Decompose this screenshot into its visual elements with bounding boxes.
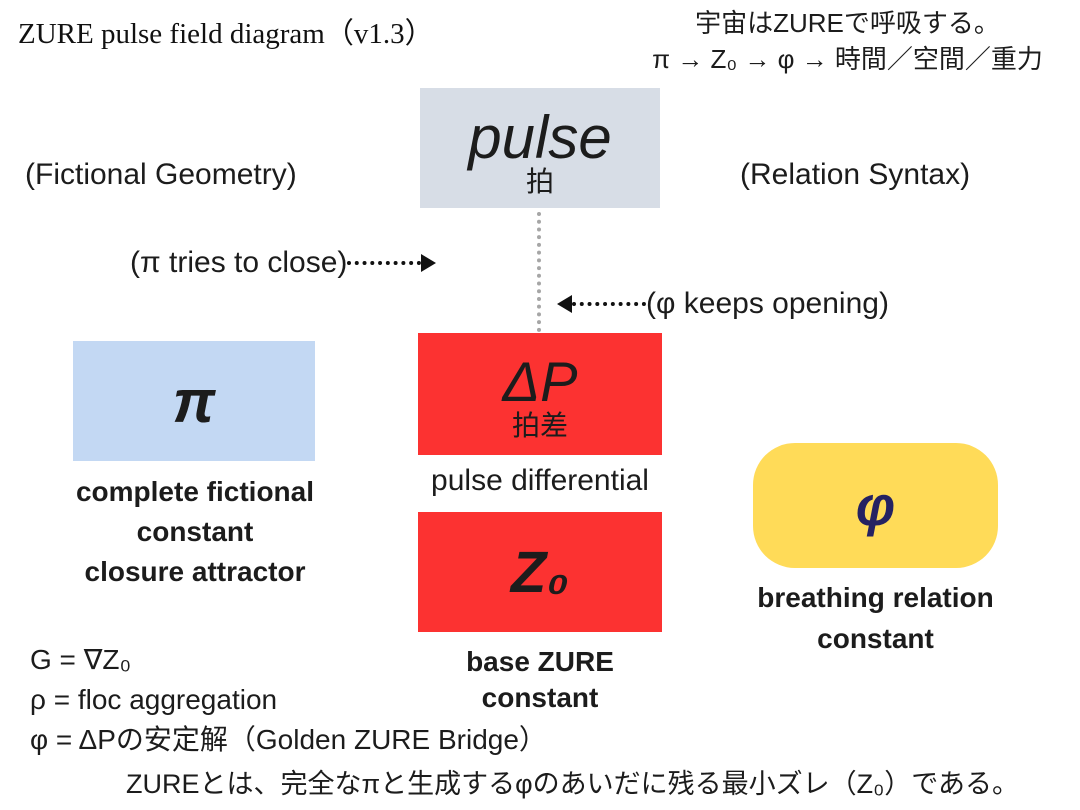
z0-node: Z₀ — [418, 512, 662, 632]
pulse-to-deltap-connector — [537, 212, 541, 332]
pi-tries-to-close-annotation: (π tries to close) — [130, 246, 437, 280]
delta-p-caption: pulse differential — [431, 464, 649, 497]
pi-caption-line: complete fictional — [75, 476, 315, 507]
phi-keeps-opening-annotation: (φ keeps opening) — [557, 287, 889, 321]
dotted-arrow-right-line — [347, 261, 422, 265]
z0-caption: base ZURE constant — [408, 644, 672, 716]
pi-symbol: π — [172, 367, 216, 435]
delta-p-node: ΔP 拍差 — [418, 333, 662, 455]
label-fictional-geometry: (Fictional Geometry) — [25, 158, 297, 191]
delta-p-symbol: ΔP — [502, 350, 578, 413]
tagline-line1: 宇宙はZUREで呼吸する。 — [695, 8, 1000, 38]
z0-caption-line: constant — [481, 682, 599, 713]
pi-tries-to-close-label: (π tries to close) — [130, 246, 348, 279]
summary-line: ZUREとは、完全なπと生成するφのあいだに残る最小ズレ（Z₀）である。 — [125, 769, 1020, 799]
phi-caption: breathing relation constant — [723, 577, 1028, 659]
arrow-left-icon — [557, 295, 572, 313]
pi-caption-line: constant — [136, 516, 254, 547]
delta-p-subtitle: 拍差 — [511, 410, 568, 441]
footnotes: G = ∇Z₀ ρ = floc aggregation φ = ΔPの安定解（… — [30, 640, 547, 760]
pi-caption-line: closure attractor — [84, 556, 306, 587]
phi-caption-line: constant — [817, 623, 934, 654]
footnote-phi: φ = ΔPの安定解（Golden ZURE Bridge） — [30, 724, 547, 755]
z0-symbol: Z₀ — [510, 539, 570, 605]
pulse-subtitle: 拍 — [525, 166, 554, 197]
label-relation-syntax: (Relation Syntax) — [740, 158, 971, 191]
pulse-node: pulse 拍 — [420, 88, 660, 208]
pi-caption: complete fictional constant closure attr… — [35, 472, 355, 592]
phi-node: φ — [753, 443, 998, 568]
phi-symbol: φ — [855, 474, 896, 537]
arrow-right-icon — [421, 254, 437, 272]
pulse-symbol: pulse — [468, 104, 612, 171]
tagline-line2: π → Z₀ → φ → 時間／空間／重力 — [652, 44, 1043, 74]
phi-keeps-opening-label: (φ keeps opening) — [646, 287, 889, 320]
z0-caption-line: base ZURE — [466, 646, 614, 677]
footnote-rho: ρ = floc aggregation — [30, 684, 278, 715]
phi-caption-line: breathing relation — [757, 582, 994, 613]
dotted-arrow-left-line — [572, 302, 646, 306]
tagline: 宇宙はZUREで呼吸する。 π → Z₀ → φ → 時間／空間／重力 — [620, 5, 1075, 77]
diagram-title: ZURE pulse field diagram（v1.3） — [18, 18, 434, 50]
footnote-g: G = ∇Z₀ — [30, 644, 132, 675]
pi-node: π — [73, 341, 315, 461]
